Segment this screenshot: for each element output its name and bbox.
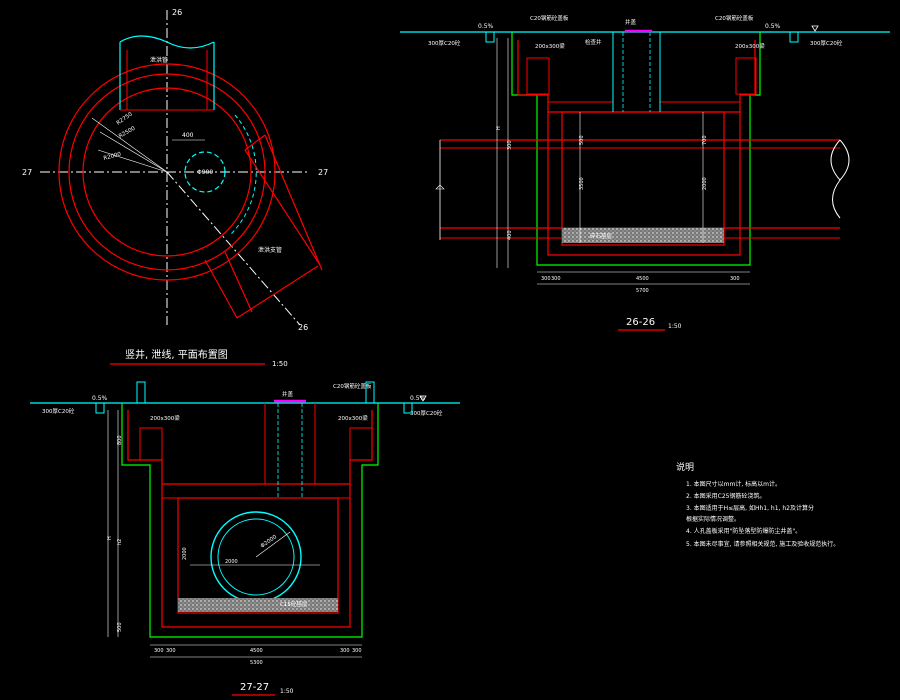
plan-ring-middle (68, 73, 266, 271)
svg-text:1:50: 1:50 (668, 323, 682, 330)
plan-ring-outer (58, 63, 276, 281)
svg-text:3500: 3500 (579, 177, 585, 190)
svg-text:井盖: 井盖 (282, 390, 294, 398)
svg-text:200x300梁: 200x300梁 (735, 42, 765, 50)
svg-text:4500: 4500 (636, 276, 649, 282)
plan-side-label: 泄洪支管 (258, 246, 282, 254)
plan-radius-3: R2000 (103, 151, 122, 162)
plan-radius-2: R2500 (118, 125, 137, 139)
svg-text:C20钢筋砼盖板: C20钢筋砼盖板 (715, 14, 754, 22)
svg-text:5700: 5700 (636, 288, 649, 294)
svg-text:h2: h2 (117, 539, 123, 545)
section-27-view: 0.5% 0.5% 300厚C20砼 C20钢筋砼盖板 300厚C20砼 井盖 … (30, 381, 460, 696)
svg-text:0.5%: 0.5% (410, 395, 426, 402)
svg-text:0.5%: 0.5% (92, 395, 108, 402)
svg-text:400: 400 (507, 230, 513, 240)
notes-block: 说明 1. 本图尺寸以mm计, 标高以m计。 2. 本图采用C25钢筋砼浇筑。 … (676, 461, 839, 548)
note-item: 根据实际情况调整。 (686, 515, 740, 523)
svg-text:300: 300 (541, 276, 551, 282)
plan-pipe-note: 泄洪管 (150, 56, 168, 64)
svg-text:700: 700 (702, 135, 708, 145)
section-26-green-outline (511, 32, 761, 266)
svg-text:300: 300 (352, 648, 362, 654)
svg-text:500: 500 (579, 135, 585, 145)
svg-text:4500: 4500 (250, 648, 263, 654)
note-item: 5. 本图未尽事宜, 请参照相关规范, 施工及验收规范执行。 (686, 540, 839, 548)
section-27-pipe-inner (217, 518, 295, 596)
svg-text:1:50: 1:50 (280, 688, 294, 695)
svg-text:检查井: 检查井 (585, 38, 602, 46)
plan-scale: 1:50 (272, 360, 288, 368)
svg-text:C15砼垫层: C15砼垫层 (280, 600, 308, 608)
plan-radius-1: R2750 (116, 111, 134, 126)
axis-label-bottom: 26 (298, 323, 308, 332)
svg-text:300厚C20砼: 300厚C20砼 (410, 409, 443, 417)
plan-view: 26 27 27 26 泄洪管 Φ900 400 R2750 R2500 R20… (22, 8, 328, 368)
plan-title: 竖井, 泄线, 平面布置图 (125, 348, 228, 361)
svg-text:300: 300 (551, 276, 561, 282)
svg-text:300: 300 (340, 648, 350, 654)
notes-heading: 说明 (676, 461, 694, 473)
svg-text:800: 800 (117, 435, 123, 445)
svg-text:2000: 2000 (225, 559, 238, 565)
note-item: 4. 人孔盖板采用"防坠落型防爆防尘井盖"。 (686, 527, 801, 535)
section-27-title: 27-27 (240, 682, 269, 693)
svg-text:300厚C20砼: 300厚C20砼 (42, 407, 75, 415)
plan-center-hole (184, 151, 226, 193)
svg-text:300厚C20砼: 300厚C20砼 (428, 39, 461, 47)
svg-text:5300: 5300 (250, 660, 263, 666)
section-26-title: 26-26 (626, 317, 655, 328)
plan-hole-label: Φ900 (197, 169, 213, 176)
svg-text:0.5%: 0.5% (765, 23, 781, 30)
note-item: 3. 本图适用于H≤层高, 如Hh1, h1, h2及计算分 (686, 504, 814, 512)
svg-text:井盖: 井盖 (625, 18, 637, 26)
svg-text:0.5%: 0.5% (478, 23, 494, 30)
plan-ring-inner (82, 87, 252, 257)
svg-text:300: 300 (507, 140, 513, 150)
svg-text:2000: 2000 (182, 547, 188, 560)
svg-text:H: H (107, 536, 113, 540)
svg-text:200x300梁: 200x300梁 (150, 414, 180, 422)
svg-text:碎石垫层: 碎石垫层 (590, 232, 613, 240)
note-item: 2. 本图采用C25钢筋砼浇筑。 (686, 492, 765, 500)
svg-text:300: 300 (166, 648, 176, 654)
svg-text:C20钢筋砼盖板: C20钢筋砼盖板 (333, 382, 372, 390)
plan-pipe-top-break (119, 35, 215, 49)
section-26-chamber (561, 111, 725, 246)
svg-text:300厚C20砼: 300厚C20砼 (810, 39, 843, 47)
axis-label-top: 26 (172, 8, 182, 17)
section-27-green-outline (121, 403, 379, 638)
axis-label-left: 27 (22, 168, 32, 177)
plan-centerline-diagonal (166, 171, 301, 326)
svg-text:300: 300 (730, 276, 740, 282)
section-26-view: 0.5% 0.5% 300厚C20砼 300厚C20砼 C20钢筋砼盖板 C20… (400, 14, 890, 331)
section-26-red-outline (517, 40, 756, 256)
plan-cyan-arc (229, 114, 257, 236)
svg-text:200x300梁: 200x300梁 (535, 42, 565, 50)
plan-dim-400: 400 (182, 132, 194, 139)
svg-text:2000: 2000 (702, 177, 708, 190)
svg-text:200x300梁: 200x300梁 (338, 414, 368, 422)
svg-text:500: 500 (117, 622, 123, 632)
svg-text:H: H (496, 126, 502, 130)
svg-text:C20钢筋砼盖板: C20钢筋砼盖板 (530, 14, 569, 22)
svg-text:300: 300 (154, 648, 164, 654)
axis-label-right: 27 (318, 168, 328, 177)
note-item: 1. 本图尺寸以mm计, 标高以m计。 (686, 480, 781, 488)
